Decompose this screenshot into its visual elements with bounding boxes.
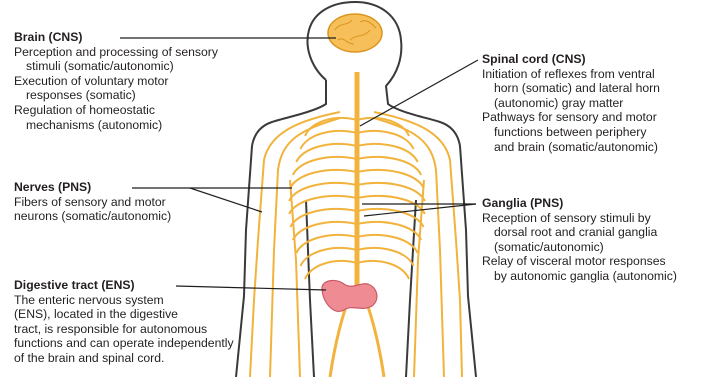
- spinal-title: Spinal cord (CNS): [482, 52, 660, 67]
- digestive-text-1: The enteric nervous system: [14, 293, 234, 308]
- intercostal-nerve-l-3: [296, 144, 357, 162]
- nerves-text-2: neurons (somatic/autonomic): [14, 209, 171, 224]
- digestive-text-2: (ENS), located in the digestive: [14, 307, 234, 322]
- ganglia-text-2: Relay of visceral motor responses: [482, 254, 677, 269]
- intercostal-nerve-l-10: [296, 235, 357, 253]
- ganglia-text-1c: (somatic/autonomic): [482, 240, 677, 255]
- right-arm-nerve: [374, 112, 462, 377]
- nerves-text-1: Fibers of sensory and motor: [14, 195, 171, 210]
- ganglia-text-1: Reception of sensory stimuli by: [482, 211, 677, 226]
- intercostal-nerve-l-8: [290, 209, 357, 227]
- brain-title: Brain (CNS): [14, 30, 218, 45]
- intercostal-nerve-l-7: [289, 196, 357, 214]
- intercostal-nerve-l-5: [290, 170, 357, 188]
- intercostal-nerve-r-2: [357, 131, 414, 149]
- ganglia-title: Ganglia (PNS): [482, 196, 677, 211]
- intercostal-nerve-r-12: [357, 261, 409, 279]
- digestive-tract: [322, 281, 377, 312]
- digestive-label: Digestive tract (ENS) The enteric nervou…: [14, 278, 234, 366]
- intercostal-nerve-r-4: [357, 157, 421, 175]
- ganglia-leader-2: [364, 204, 476, 216]
- intercostal-nerve-l-4: [293, 157, 357, 175]
- intercostal-nerve-l-2: [300, 131, 357, 149]
- intercostal-nerve-r-10: [357, 235, 418, 253]
- ganglia-label: Ganglia (PNS) Reception of sensory stimu…: [482, 196, 677, 284]
- intercostal-nerve-l-6: [289, 183, 357, 201]
- spinal-text-1b: horn (somatic) and lateral horn: [482, 81, 660, 96]
- spinal-text-1c: (autonomic) gray matter: [482, 96, 660, 111]
- brain-text-3b: mechanisms (autonomic): [14, 118, 218, 133]
- ganglia-text-1b: dorsal root and cranial ganglia: [482, 225, 677, 240]
- spinal-text-2c: and brain (somatic/autonomic): [482, 140, 660, 155]
- spinal-text-1: Initiation of reflexes from ventral: [482, 67, 660, 82]
- intercostal-nerve-r-5: [357, 170, 424, 188]
- intercostal-nerve-l-9: [293, 222, 357, 240]
- brain: [328, 14, 382, 52]
- spinal-text-2: Pathways for sensory and motor: [482, 110, 660, 125]
- intercostal-nerve-r-9: [357, 222, 421, 240]
- intercostal-nerve-l-12: [305, 261, 357, 279]
- brain-text-1b: stimuli (somatic/autonomic): [14, 59, 218, 74]
- brain-text-1: Perception and processing of sensory: [14, 45, 218, 60]
- brain-text-2: Execution of voluntary motor: [14, 74, 218, 89]
- peripheral-nerves: [250, 72, 462, 377]
- digestive-text-5: of the brain and spinal cord.: [14, 351, 234, 366]
- spinal-text-2b: functions between periphery: [482, 125, 660, 140]
- digestive-text-4: functions and can operate independently: [14, 336, 234, 351]
- spinal-label: Spinal cord (CNS) Initiation of reflexes…: [482, 52, 660, 154]
- brain-text-3: Regulation of homeostatic: [14, 103, 218, 118]
- brain-text-2b: responses (somatic): [14, 88, 218, 103]
- intercostal-nerve-r-6: [357, 183, 425, 201]
- nerves-title: Nerves (PNS): [14, 180, 171, 195]
- ganglia-text-2b: by autonomic ganglia (autonomic): [482, 269, 677, 284]
- digestive-title: Digestive tract (ENS): [14, 278, 234, 293]
- digestive-text-3: tract, is responsible for autonomous: [14, 322, 234, 337]
- intercostal-nerve-r-3: [357, 144, 418, 162]
- nerves-label: Nerves (PNS) Fibers of sensory and motor…: [14, 180, 171, 224]
- brain-label: Brain (CNS) Perception and processing of…: [14, 30, 218, 132]
